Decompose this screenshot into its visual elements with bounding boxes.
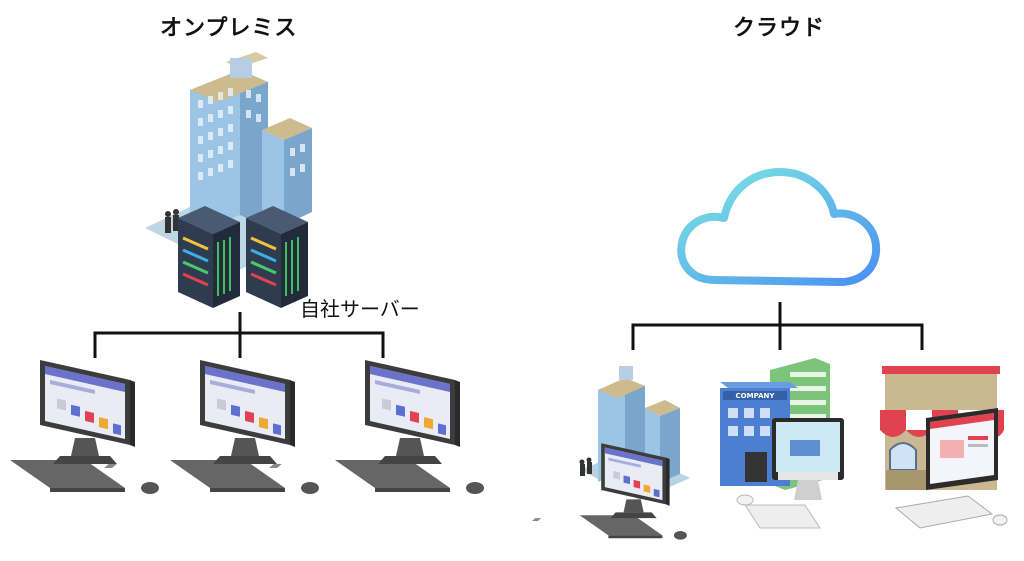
desktop-monitor-icon xyxy=(736,418,844,529)
people-icon xyxy=(165,209,179,233)
client-pc-icon xyxy=(268,360,484,494)
onprem-title: オンプレミス xyxy=(160,16,298,41)
client-pc-icon xyxy=(532,443,687,540)
server-label: 自社サーバー xyxy=(300,297,420,321)
people-icon xyxy=(579,457,592,476)
server-rack-icon xyxy=(178,206,308,308)
cloud-title: クラウド xyxy=(733,16,826,41)
office-building-icon xyxy=(190,52,312,235)
cloud-icon xyxy=(677,168,881,286)
cloud-connector-lines xyxy=(631,302,924,350)
desktop-monitor-icon xyxy=(894,408,1008,529)
onprem-connector-lines xyxy=(93,312,385,358)
company-sign: COMPANY xyxy=(736,392,776,400)
client-pc-icon xyxy=(0,360,159,494)
client-pc-icon xyxy=(103,360,319,494)
